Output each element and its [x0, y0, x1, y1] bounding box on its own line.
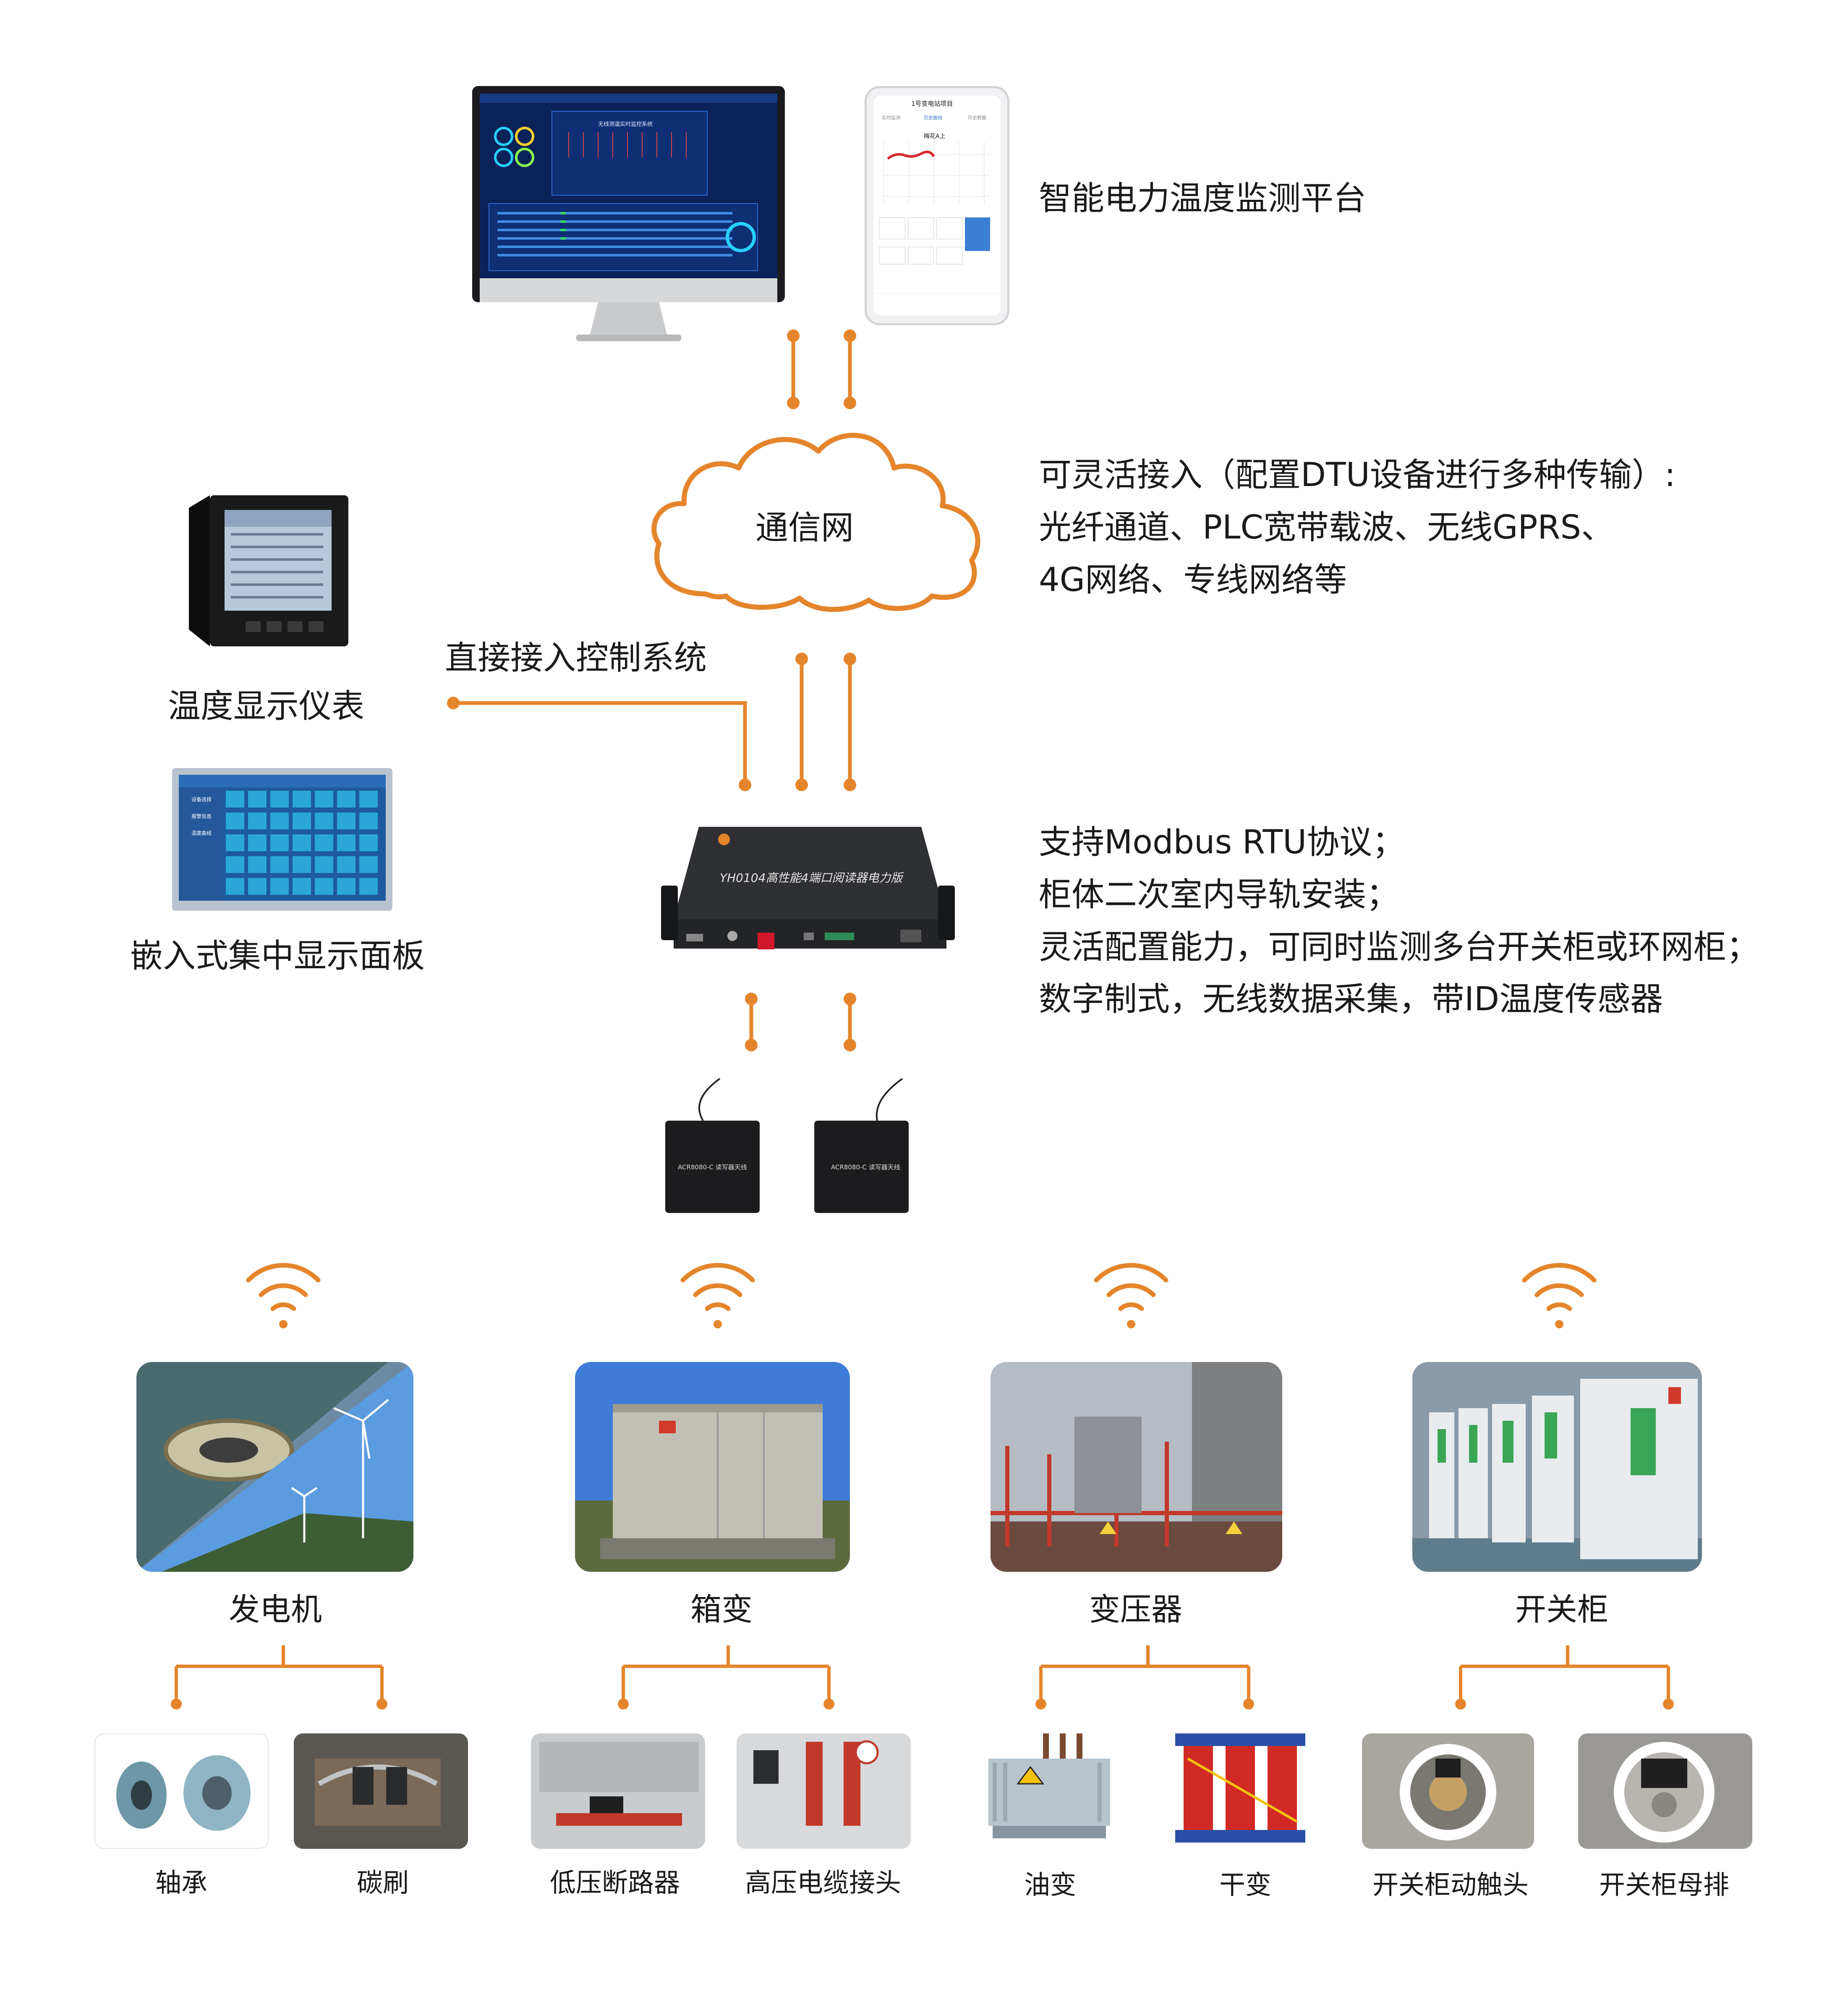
network-desc-line: 可灵活接入（配置DTU设备进行多种传输）:	[1039, 456, 1676, 494]
sub-label-hv-cable-joint: 高压电缆接头	[745, 1867, 902, 1898]
reader-desc-line: 支持Modbus RTU协议；	[1039, 823, 1405, 861]
network-desc-line: 光纤通道、PLC宽带载波、无线GPRS、	[1039, 508, 1614, 546]
category-label-box-transformer: 箱变	[690, 1592, 753, 1628]
wifi-icon	[1522, 1263, 1597, 1328]
phone-tab-history-data[interactable]: 历史数据	[968, 115, 986, 120]
cloud-label: 通信网	[755, 509, 854, 547]
wifi-icon	[1094, 1263, 1168, 1328]
category-label-generator: 发电机	[229, 1592, 322, 1628]
phone-tab-history-curve[interactable]: 历史曲线	[924, 115, 942, 120]
phone-title: 1号变电站项目	[911, 100, 953, 107]
generator-photo	[136, 1362, 413, 1572]
embedded-display-panel: 设备选择 报警信息 温度曲线	[172, 768, 392, 911]
carbon-brush-thumb	[294, 1733, 468, 1849]
phone-chart	[883, 142, 988, 205]
panel-menu-item[interactable]: 报警信息	[191, 813, 212, 819]
monitor-screen-title: 无线测温实时监控系统	[598, 121, 653, 128]
reader-desc-line: 柜体二次室内导轨安装；	[1039, 876, 1399, 914]
reader-board-title: YH0104高性能4端口阅读器电力版	[720, 871, 903, 885]
lv-breaker-thumb	[531, 1733, 705, 1849]
reader-device: YH0104高性能4端口阅读器电力版	[661, 823, 955, 965]
reader-desc-line: 数字制式，无线数据采集，带ID温度传感器	[1039, 980, 1663, 1019]
phone-chart-title: 梅花A上	[924, 133, 946, 140]
transformer-photo	[991, 1362, 1282, 1572]
panel-menu-item[interactable]: 设备选择	[191, 797, 212, 802]
antenna-right: ACR8080-C 读写器天线	[814, 1074, 911, 1213]
sub-label-oil-transformer: 油变	[1024, 1869, 1077, 1900]
reader-desc-line: 灵活配置能力，可同时监测多台开关柜或环网柜；	[1039, 928, 1759, 966]
bearing-thumb	[94, 1733, 269, 1849]
sub-label-moving-contact: 开关柜动触头	[1372, 1869, 1529, 1900]
phone-tab-realtime[interactable]: 实时监测	[882, 115, 900, 120]
wifi-icon	[246, 1263, 321, 1328]
antenna-left: ACR8080-C 读写器天线	[665, 1074, 762, 1213]
antenna-label: ACR8080-C 读写器天线	[831, 1163, 900, 1171]
phone-tab-bar: 实时监测 历史曲线 历史数据	[873, 112, 1001, 125]
antenna-label: ACR8080-C 读写器天线	[678, 1163, 747, 1171]
smartphone: 1号变电站项目 实时监测 历史曲线 历史数据 梅花A上	[865, 86, 1009, 325]
direct-access-label: 直接接入控制系统	[445, 639, 707, 677]
network-desc-line: 4G网络、专线网络等	[1039, 561, 1347, 599]
sub-label-carbon-brush: 碳刷	[357, 1867, 409, 1898]
reader-description: 支持Modbus RTU协议； 柜体二次室内导轨安装； 灵活配置能力，可同时监测…	[1039, 816, 1836, 1026]
panel-label: 嵌入式集中显示面板	[130, 937, 425, 975]
category-label-switchgear: 开关柜	[1515, 1592, 1608, 1628]
moving-contact-thumb	[1362, 1733, 1534, 1849]
network-description: 可灵活接入（配置DTU设备进行多种传输）: 光纤通道、PLC宽带载波、无线GPR…	[1039, 449, 1815, 606]
sub-label-lv-breaker: 低压断路器	[550, 1867, 680, 1898]
switchgear-photo	[1412, 1362, 1702, 1572]
wifi-icon	[680, 1263, 755, 1328]
box-transformer-photo	[575, 1362, 850, 1572]
oil-transformer-thumb	[980, 1725, 1119, 1851]
sub-label-dry-transformer: 干变	[1219, 1869, 1272, 1900]
desktop-monitor: 无线测温实时监控系统	[472, 86, 785, 342]
category-label-transformer: 变压器	[1089, 1592, 1182, 1628]
platform-title: 智能电力温度监测平台	[1039, 180, 1367, 217]
meter-label: 温度显示仪表	[168, 687, 365, 725]
temperature-meter-device	[185, 491, 353, 651]
hv-cable-joint-thumb	[737, 1733, 911, 1849]
panel-menu-item[interactable]: 温度曲线	[191, 830, 212, 836]
panel-sensor-grid	[226, 791, 378, 895]
dry-transformer-thumb	[1171, 1725, 1310, 1851]
cloud-network: 通信网	[642, 422, 993, 619]
sub-label-bearing: 轴承	[155, 1867, 208, 1898]
busbar-thumb	[1578, 1733, 1752, 1849]
sub-label-busbar: 开关柜母排	[1599, 1869, 1730, 1900]
cloud-icon	[651, 433, 980, 612]
